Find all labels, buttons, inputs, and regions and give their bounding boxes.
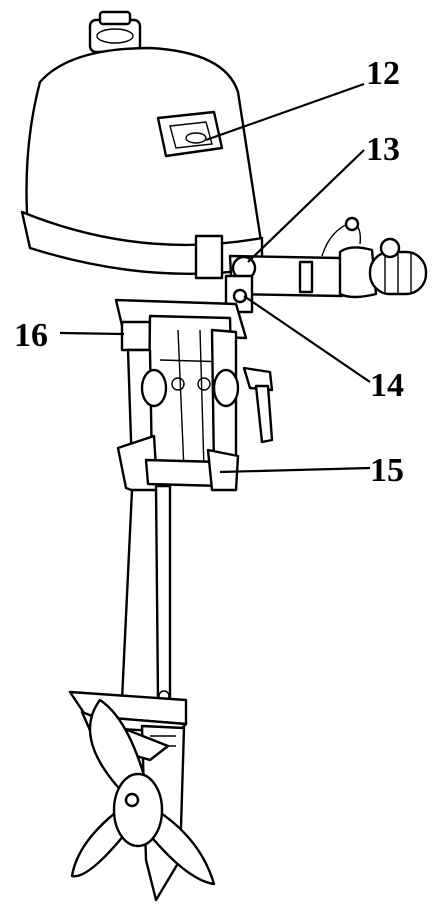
callout-14: 14 [370, 367, 404, 404]
callout-labels: 12 13 14 15 16 [14, 55, 404, 489]
leader-line-16 [59, 331, 125, 336]
engine-cowling [20, 10, 264, 275]
swivel-bracket [114, 234, 274, 502]
callout-13: 13 [366, 131, 400, 168]
leader-line-14 [243, 295, 371, 383]
drive-shaft [120, 484, 172, 702]
callout-15: 15 [370, 452, 404, 489]
callout-12: 12 [366, 55, 400, 92]
propeller [70, 698, 216, 886]
callout-16: 16 [14, 317, 48, 354]
leader-line-15 [219, 466, 371, 474]
leader-line-12 [205, 82, 365, 142]
leader-lines [59, 82, 371, 474]
tiller-handle [228, 216, 428, 299]
leader-line-13 [247, 149, 365, 263]
